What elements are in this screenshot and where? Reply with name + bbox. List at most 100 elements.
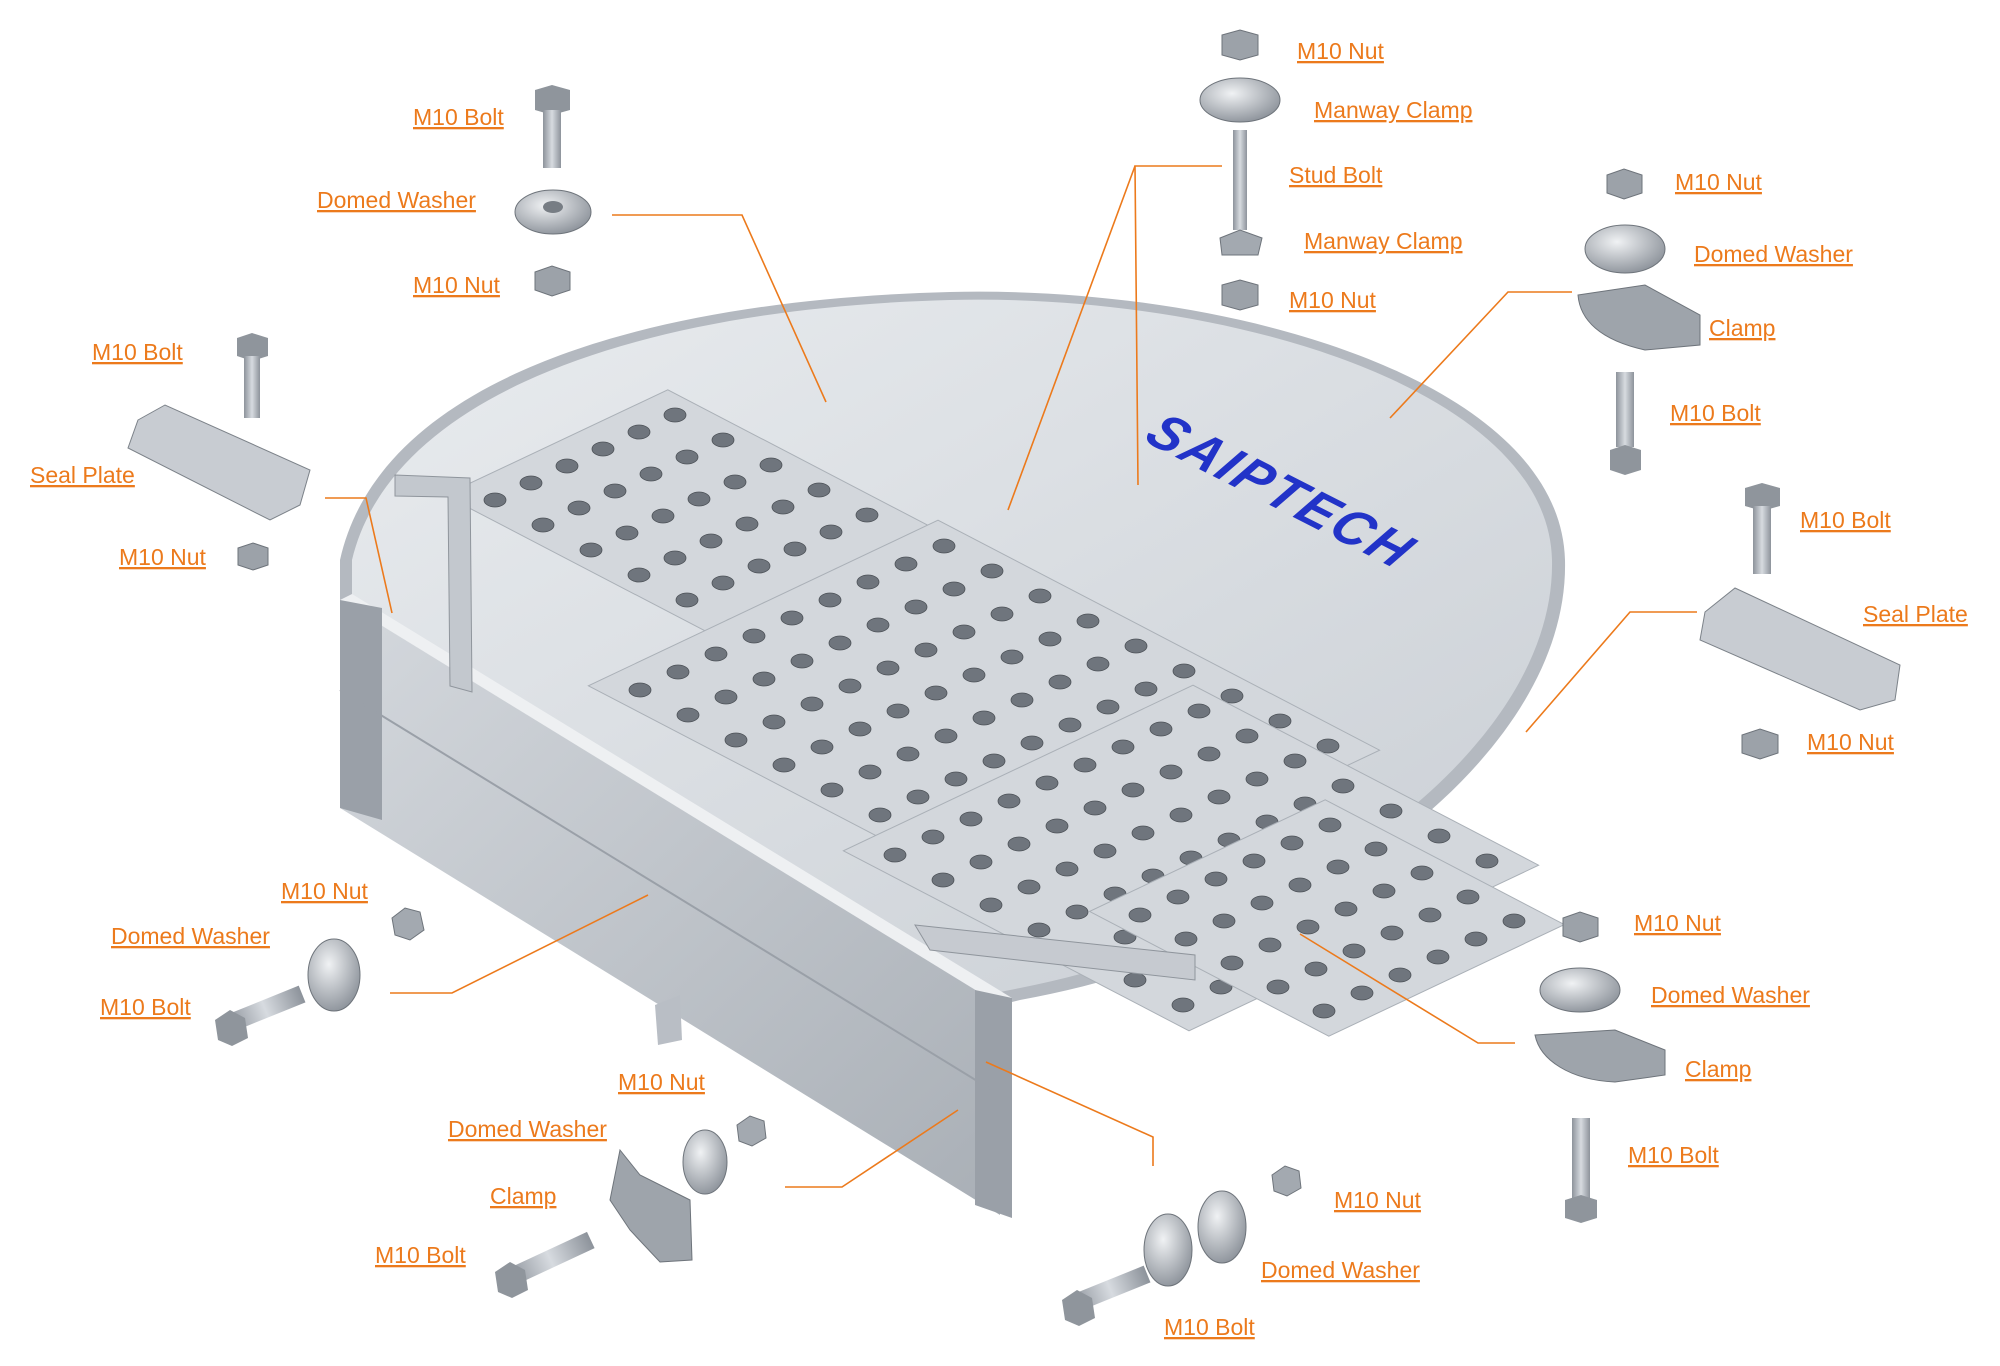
valve-icon xyxy=(855,507,879,523)
domed-washer-icon xyxy=(1143,1213,1193,1287)
valve-icon xyxy=(627,424,651,440)
label-domed-washer: Domed Washer xyxy=(1651,982,1810,1008)
valve-icon xyxy=(980,563,1004,579)
bolt-icon xyxy=(244,356,260,418)
valve-icon xyxy=(1093,843,1117,859)
valve-icon xyxy=(856,574,880,590)
valve-icon xyxy=(747,558,771,574)
label-m10-bolt: M10 Bolt xyxy=(375,1242,466,1268)
nut-icon xyxy=(1221,29,1259,61)
valve-icon xyxy=(1028,588,1052,604)
valve-icon xyxy=(1149,721,1173,737)
valve-icon xyxy=(858,764,882,780)
domed-washer-icon xyxy=(307,938,361,1012)
valve-icon xyxy=(1456,889,1480,905)
washer-hole-icon xyxy=(543,201,563,213)
valve-icon xyxy=(820,782,844,798)
valve-icon xyxy=(1065,904,1089,920)
valve-icon xyxy=(1502,913,1526,929)
valve-icon xyxy=(531,517,555,533)
valve-icon xyxy=(1197,746,1221,762)
valve-icon xyxy=(1410,865,1434,881)
valve-icon xyxy=(714,689,738,705)
valve-icon xyxy=(675,592,699,608)
valve-icon xyxy=(1288,877,1312,893)
leader-line xyxy=(1525,611,1697,733)
bolt-icon xyxy=(1572,1118,1590,1198)
clamp-icon xyxy=(1534,1029,1666,1083)
label-m10-nut: M10 Nut xyxy=(281,878,369,904)
valve-icon xyxy=(759,457,783,473)
label-seal-plate: Seal Plate xyxy=(1863,601,1968,627)
weir-wall-front xyxy=(340,600,1000,1215)
label-m10-nut: M10 Nut xyxy=(618,1069,706,1095)
valve-icon xyxy=(1283,753,1307,769)
leader-line xyxy=(1007,165,1136,511)
valve-icon xyxy=(519,475,543,491)
label-m10-nut: M10 Nut xyxy=(1634,910,1722,936)
valve-icon xyxy=(1242,853,1266,869)
label-m10-nut: M10 Nut xyxy=(1675,169,1763,195)
valve-icon xyxy=(603,483,627,499)
label-m10-nut: M10 Nut xyxy=(1297,38,1385,64)
labels: M10 Nut Manway Clamp Stud Bolt Manway Cl… xyxy=(30,38,1968,1340)
valve-icon xyxy=(663,407,687,423)
label-m10-bolt: M10 Bolt xyxy=(413,104,504,130)
label-domed-washer: Domed Washer xyxy=(448,1116,607,1142)
seal-plate-icon xyxy=(127,404,311,521)
clamp-icon xyxy=(609,1148,693,1263)
label-seal-plate: Seal Plate xyxy=(30,462,135,488)
valve-icon xyxy=(555,458,579,474)
valve-icon xyxy=(1350,985,1374,1001)
valve-icon xyxy=(1111,739,1135,755)
valve-icon xyxy=(1086,656,1110,672)
valve-icon xyxy=(1426,949,1450,965)
valve-icon xyxy=(483,492,507,508)
label-m10-nut: M10 Nut xyxy=(413,272,501,298)
label-stud-bolt: Stud Bolt xyxy=(1289,162,1383,188)
valve-icon xyxy=(934,728,958,744)
valve-icon xyxy=(628,682,652,698)
nut-icon xyxy=(1562,911,1599,943)
valve-icon xyxy=(818,592,842,608)
bolt-head-icon xyxy=(1565,1195,1597,1223)
valve-icon xyxy=(615,525,639,541)
valve-icon xyxy=(1204,871,1228,887)
valve-icon xyxy=(848,721,872,737)
valve-icon xyxy=(1388,967,1412,983)
valve-icon xyxy=(780,610,804,626)
valve-icon xyxy=(932,538,956,554)
valve-icon xyxy=(639,466,663,482)
tray-body: SAIPTECH xyxy=(339,291,1566,1218)
leader-line xyxy=(612,214,827,403)
label-m10-bolt: M10 Bolt xyxy=(1164,1314,1255,1340)
valve-icon xyxy=(866,617,890,633)
valve-icon xyxy=(1304,961,1328,977)
valve-icon xyxy=(1316,738,1340,754)
valve-icon xyxy=(914,642,938,658)
support-bracket xyxy=(394,474,473,693)
valve-icon xyxy=(1475,853,1499,869)
valve-icon xyxy=(1280,835,1304,851)
valve-icon xyxy=(1131,825,1155,841)
valve-icon xyxy=(868,807,892,823)
bolt-icon xyxy=(1753,506,1771,574)
valve-icon xyxy=(675,449,699,465)
valve-icon xyxy=(567,500,591,516)
valve-icon xyxy=(904,599,928,615)
valve-icon xyxy=(921,829,945,845)
bolt-icon xyxy=(1616,372,1634,447)
valve-icon xyxy=(990,606,1014,622)
label-domed-washer: Domed Washer xyxy=(1261,1257,1420,1283)
valve-icon xyxy=(997,793,1021,809)
domed-washer-icon xyxy=(1197,1190,1247,1264)
bolt-head-icon xyxy=(495,1262,528,1298)
valve-icon xyxy=(876,660,900,676)
valve-icon xyxy=(1364,841,1388,857)
valve-icon xyxy=(1245,771,1269,787)
leader-line xyxy=(1389,291,1572,419)
valve-icon xyxy=(579,542,603,558)
label-m10-bolt: M10 Bolt xyxy=(100,994,191,1020)
valve-icon xyxy=(959,811,983,827)
